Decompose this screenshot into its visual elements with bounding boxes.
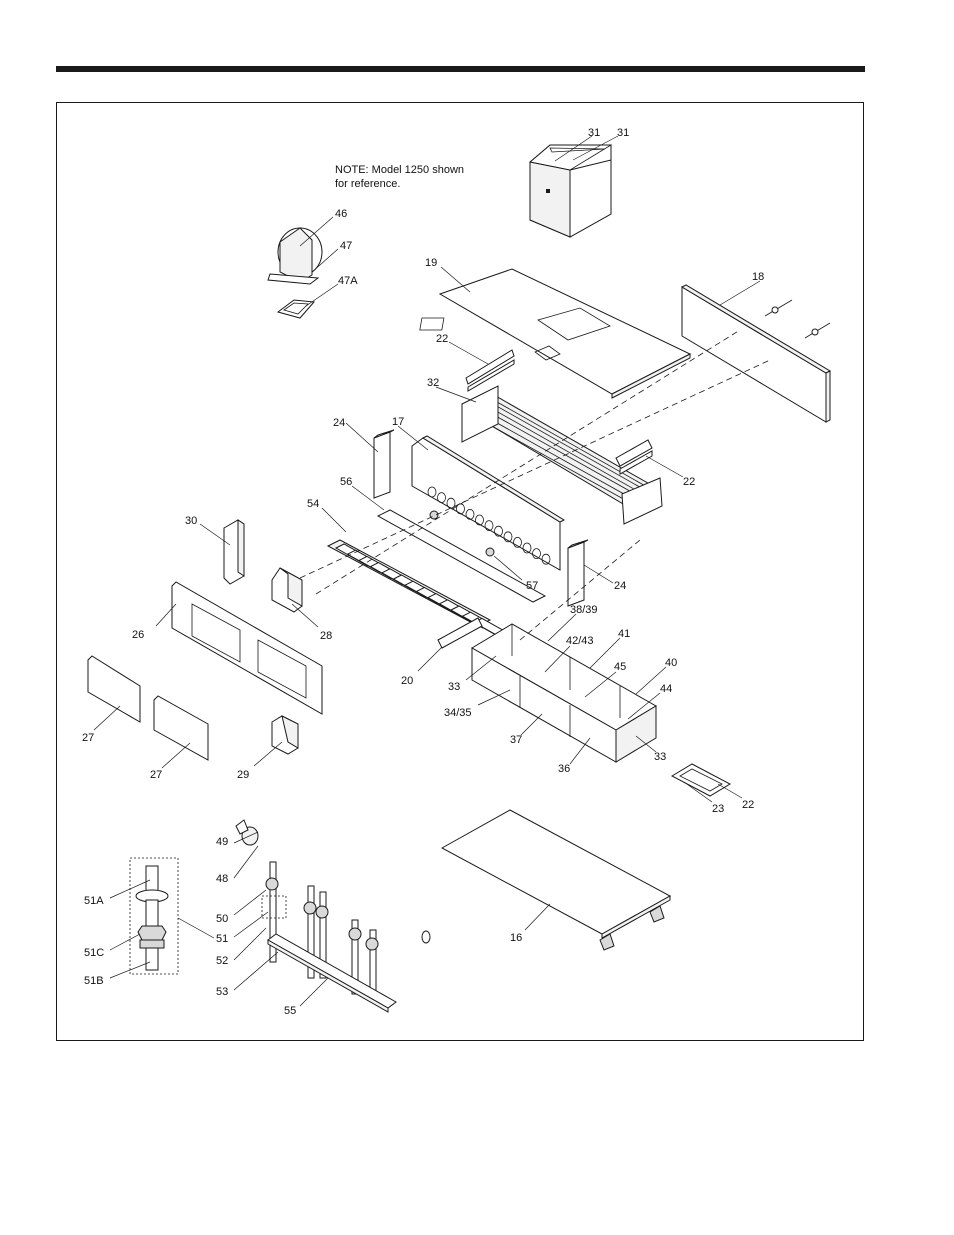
- vent-box: [530, 145, 611, 237]
- callout-48: 48: [216, 873, 228, 885]
- callout-18: 18: [752, 271, 764, 283]
- note-line-1: NOTE: Model 1250 shown: [335, 164, 464, 176]
- callout-41: 41: [618, 628, 630, 640]
- callout-47: 47: [340, 240, 352, 252]
- callout-52: 52: [216, 955, 228, 967]
- callout-38-39: 38/39: [570, 604, 598, 616]
- callout-54: 54: [307, 498, 319, 510]
- callout-28: 28: [320, 630, 332, 642]
- callout-29: 29: [237, 769, 249, 781]
- callout-27: 27: [150, 769, 162, 781]
- callout-31: 31: [588, 127, 600, 139]
- callout-33: 33: [448, 681, 460, 693]
- callout-37: 37: [510, 734, 522, 746]
- callout-24: 24: [333, 417, 345, 429]
- callout-17: 17: [392, 416, 404, 428]
- callout-26: 26: [132, 629, 144, 641]
- callout-50: 50: [216, 913, 228, 925]
- callout-22: 22: [436, 333, 448, 345]
- callout-57: 57: [526, 580, 538, 592]
- side-plate-right: [568, 540, 588, 606]
- note-line-2: for reference.: [335, 178, 400, 190]
- callout-33: 33: [654, 751, 666, 763]
- callout-40: 40: [665, 657, 677, 669]
- callout-51: 51: [216, 933, 228, 945]
- callout-47A: 47A: [338, 275, 358, 287]
- callout-49: 49: [216, 836, 228, 848]
- callout-30: 30: [185, 515, 197, 527]
- collector-box: [472, 624, 656, 762]
- shroud-28: [272, 568, 302, 612]
- side-panel: [682, 285, 830, 422]
- side-bracket-right: [616, 440, 652, 474]
- callout-23: 23: [712, 803, 724, 815]
- callout-34-35: 34/35: [444, 707, 472, 719]
- callout-32: 32: [427, 377, 439, 389]
- mount-bracket-29: [272, 716, 298, 754]
- callout-51C: 51C: [84, 947, 104, 959]
- callout-20: 20: [401, 675, 413, 687]
- callout-19: 19: [425, 257, 437, 269]
- side-bracket-top: [466, 350, 514, 391]
- flange-gasket: [672, 764, 730, 796]
- callout-55: 55: [284, 1005, 296, 1017]
- plate-20: [438, 618, 482, 648]
- callout-53: 53: [216, 986, 228, 998]
- bolts: [765, 300, 830, 338]
- callout-42-43: 42/43: [566, 635, 594, 647]
- callout-16: 16: [510, 932, 522, 944]
- access-panel-left: [88, 656, 140, 722]
- callout-31: 31: [617, 127, 629, 139]
- callout-51A: 51A: [84, 895, 104, 907]
- side-plate-left: [374, 430, 394, 498]
- callout-45: 45: [614, 661, 626, 673]
- callout-22: 22: [742, 799, 754, 811]
- base-pan: [442, 810, 670, 950]
- blower: [268, 228, 322, 318]
- callout-22: 22: [683, 476, 695, 488]
- callout-56: 56: [340, 476, 352, 488]
- callout-51B: 51B: [84, 975, 104, 987]
- callout-46: 46: [335, 208, 347, 220]
- union-detail: [130, 858, 178, 974]
- top-panel: [420, 269, 690, 398]
- burner-assembly: [328, 540, 514, 640]
- callout-44: 44: [660, 683, 672, 695]
- mount-bracket-30: [224, 520, 244, 584]
- access-panel-right: [154, 696, 208, 760]
- gas-manifold: [236, 820, 430, 1012]
- callout-24: 24: [614, 580, 626, 592]
- callout-27: 27: [82, 732, 94, 744]
- callout-36: 36: [558, 763, 570, 775]
